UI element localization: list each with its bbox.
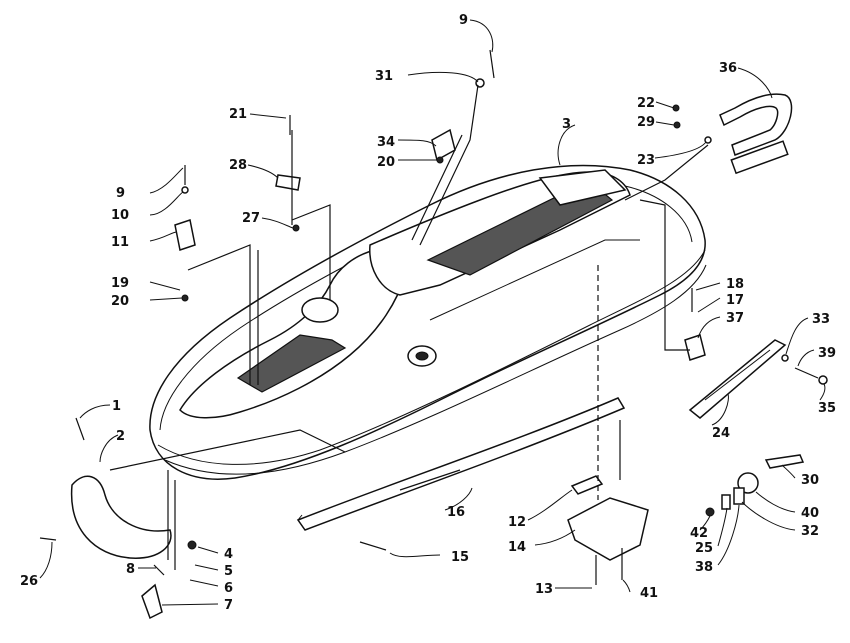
callout-labels: 9 31 36 22 29 3 34 20 23 21 28 9 10 27 1…: [20, 13, 836, 613]
callout-2: 2: [116, 429, 125, 444]
side-skid-24: [688, 339, 787, 419]
callout-41: 41: [640, 586, 658, 601]
callout-9: 9: [459, 13, 468, 28]
hull-body: [149, 164, 707, 480]
callout-39: 39: [818, 346, 836, 361]
callout-17: 17: [726, 293, 744, 308]
bracket-11: [174, 219, 196, 251]
callout-6: 6: [224, 581, 233, 596]
grab-handle-36: [719, 93, 793, 175]
callout-16: 16: [447, 505, 465, 520]
callout-30: 30: [801, 473, 819, 488]
plate-32: [733, 487, 745, 505]
callout-26: 26: [20, 574, 38, 589]
callout-38: 38: [695, 560, 713, 575]
callout-14: 14: [508, 540, 526, 555]
callout-20-left: 20: [111, 294, 129, 309]
callout-1: 1: [112, 399, 121, 414]
fasteners: [39, 49, 828, 585]
nose-hood: [179, 248, 437, 419]
seat-assembly: [369, 169, 640, 321]
callout-18: 18: [726, 277, 744, 292]
callout-5: 5: [224, 564, 233, 579]
bracket-37: [684, 334, 706, 361]
bracket-28: [275, 174, 301, 191]
callout-15: 15: [451, 550, 469, 565]
callout-40: 40: [801, 506, 819, 521]
callout-27: 27: [242, 211, 260, 226]
plate-25: [721, 494, 731, 510]
callout-25: 25: [695, 541, 713, 556]
callout-33: 33: [812, 312, 830, 327]
bumper-part-2: [70, 475, 172, 559]
callout-31: 31: [375, 69, 393, 84]
callout-4: 4: [224, 547, 233, 562]
callout-leaders: [39, 19, 826, 606]
callout-7: 7: [224, 598, 233, 613]
callout-35: 35: [818, 401, 836, 416]
callout-11: 11: [111, 235, 129, 250]
callout-19: 19: [111, 276, 129, 291]
callout-37: 37: [726, 311, 744, 326]
nut-42: [705, 507, 715, 517]
callout-20: 20: [377, 155, 395, 170]
callout-21: 21: [229, 107, 247, 122]
callout-42: 42: [690, 526, 708, 541]
callout-13: 13: [535, 582, 553, 597]
leader-lines: [109, 84, 709, 570]
callout-23: 23: [637, 153, 655, 168]
callout-8: 8: [126, 562, 135, 577]
callout-22: 22: [637, 96, 655, 111]
callout-32: 32: [801, 524, 819, 539]
callout-12: 12: [508, 515, 526, 530]
callout-9-left: 9: [116, 186, 125, 201]
callout-36: 36: [719, 61, 737, 76]
callout-24: 24: [712, 426, 730, 441]
plate-12: [570, 475, 604, 495]
hitch-30: [764, 454, 805, 469]
rub-rail-16: [296, 397, 626, 531]
callout-3: 3: [562, 117, 571, 132]
callout-29: 29: [637, 115, 655, 130]
bracket-14: [567, 497, 649, 561]
link-7: [141, 583, 163, 620]
hood-vent-knob: [301, 297, 339, 323]
callout-28: 28: [229, 158, 247, 173]
callout-34: 34: [377, 135, 395, 150]
callout-10: 10: [111, 208, 129, 223]
